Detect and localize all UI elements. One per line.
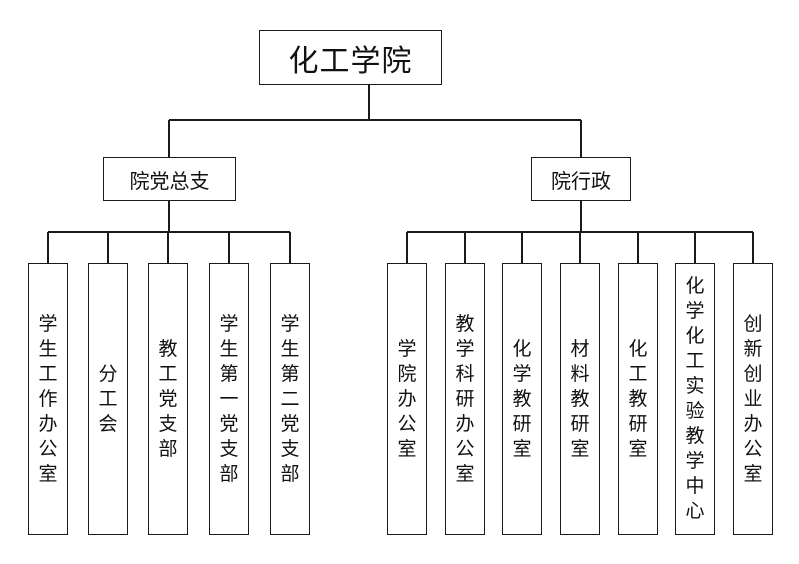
branch-node-party: 院党总支 <box>103 157 236 201</box>
leaf-node-label: 教学科研办公室 <box>455 312 475 485</box>
leaf-node-label: 材料教研室 <box>570 337 590 460</box>
root-node-label: 化工学院 <box>288 43 413 79</box>
leaf-node-label: 化学教研室 <box>512 337 532 460</box>
root-node: 化工学院 <box>259 30 442 85</box>
leaf-node-label: 教工党支部 <box>158 337 178 460</box>
branch-node-admin: 院行政 <box>531 157 631 201</box>
leaf-node-label: 分工会 <box>98 362 118 435</box>
leaf-node-label: 学院办公室 <box>397 337 417 460</box>
leaf-node-label: 化学化工实验教学中心 <box>685 275 705 522</box>
leaf-node: 学生第二党支部 <box>270 263 310 535</box>
leaf-node: 教工党支部 <box>148 263 188 535</box>
leaf-node: 教学科研办公室 <box>445 263 485 535</box>
leaf-node: 创新创业办公室 <box>733 263 773 535</box>
leaf-node: 化工教研室 <box>618 263 658 535</box>
leaf-node: 学院办公室 <box>387 263 427 535</box>
leaf-node-label: 学生工作办公室 <box>38 312 58 485</box>
leaf-node: 分工会 <box>88 263 128 535</box>
leaf-node-label: 化工教研室 <box>628 337 648 460</box>
branch-node-label: 院行政 <box>551 168 611 193</box>
leaf-node: 学生工作办公室 <box>28 263 68 535</box>
leaf-node-label: 学生第一党支部 <box>219 312 239 485</box>
branch-node-label: 院党总支 <box>129 168 210 193</box>
leaf-node: 化学化工实验教学中心 <box>675 263 715 535</box>
leaf-node-label: 创新创业办公室 <box>743 312 763 485</box>
leaf-node: 学生第一党支部 <box>209 263 249 535</box>
leaf-node: 材料教研室 <box>560 263 600 535</box>
leaf-node-label: 学生第二党支部 <box>280 312 300 485</box>
leaf-node: 化学教研室 <box>502 263 542 535</box>
